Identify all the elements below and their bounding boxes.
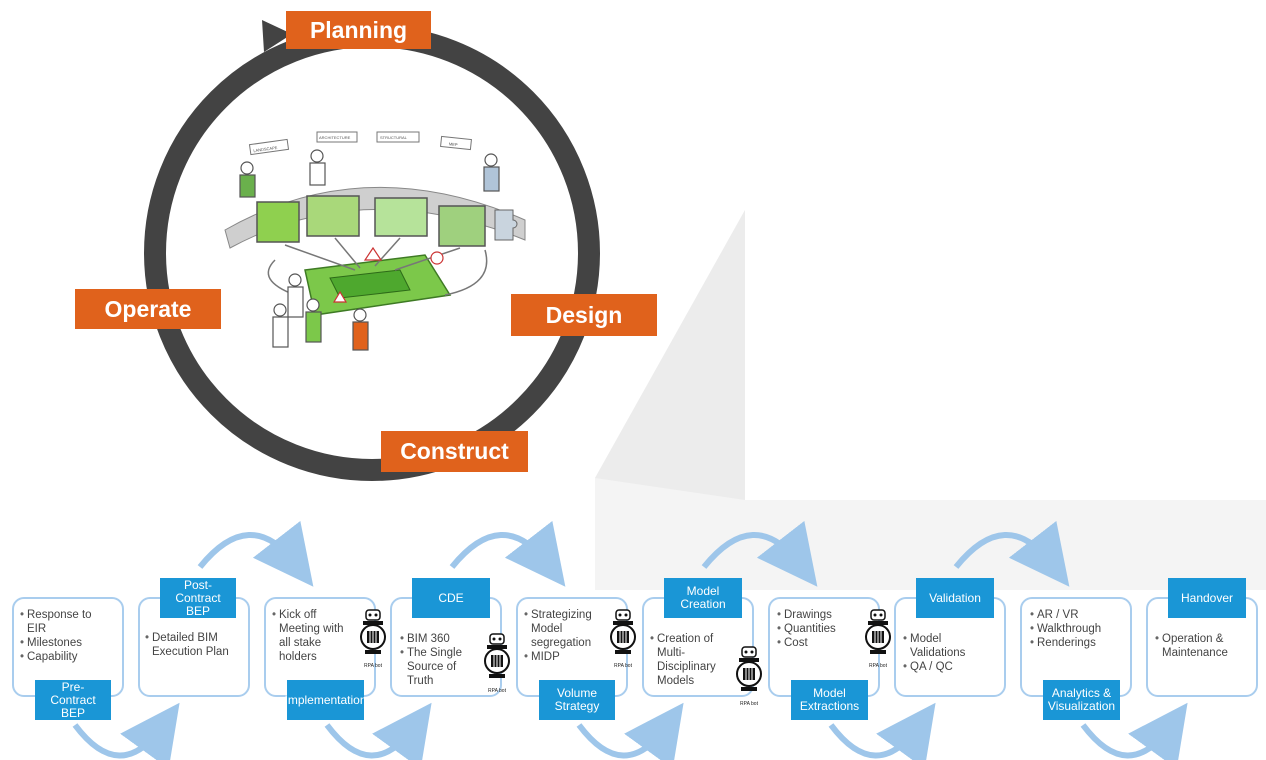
bullet-item: Detailed BIM Execution Plan <box>145 631 243 659</box>
rpa-bot-label: RPA bot <box>740 701 758 707</box>
rpa-bot-icon <box>610 609 636 654</box>
illus-label-1: LANDSCAPE <box>253 145 278 153</box>
arc-bottom-4 <box>828 702 936 760</box>
rpa-bot-icon <box>865 609 891 654</box>
tag-implementation: Implementation <box>284 680 367 720</box>
rpa-bot-icon <box>360 609 386 654</box>
bullets-model-creation: Creation of Multi-Disciplinary Models <box>650 632 722 688</box>
bullets-handover: Operation & Maintenance <box>1155 632 1245 660</box>
bullets-post-contract: Detailed BIM Execution Plan <box>145 631 243 659</box>
rpa-bot-icon <box>484 633 510 678</box>
bullets-implementation: Kick off Meeting with all stake holders <box>272 608 344 664</box>
planning-label: Planning <box>286 11 431 49</box>
tag-volume-strategy: Volume Strategy <box>539 680 615 720</box>
tag-model-extractions: Model Extractions <box>791 680 868 720</box>
arc-top-1 <box>197 520 314 587</box>
bullet-item: The Single Source of Truth <box>400 646 466 688</box>
arc-bottom-5 <box>1080 702 1188 760</box>
bullet-item: Response to EIR <box>20 608 100 636</box>
tag-handover: Handover <box>1168 578 1246 618</box>
ring-arrowhead <box>262 20 292 52</box>
arc-top-3 <box>701 520 818 587</box>
bullet-item: Capability <box>20 650 100 664</box>
tag-analytics-visualization: Analytics & Visualization <box>1043 680 1120 720</box>
illus-label-2: ARCHITECTURE <box>319 135 351 140</box>
bullet-item: Cost <box>777 636 857 650</box>
bullet-item: Operation & Maintenance <box>1155 632 1245 660</box>
bullet-item: Renderings <box>1030 636 1120 650</box>
bullet-item: Kick off Meeting with all stake holders <box>272 608 344 664</box>
tag-cde: CDE <box>412 578 490 618</box>
arc-top-4 <box>953 520 1070 587</box>
bullets-validation: Model Validations QA / QC <box>903 632 983 674</box>
rpa-bot-label: RPA bot <box>869 663 887 669</box>
bullet-item: Creation of Multi-Disciplinary Models <box>650 632 722 688</box>
arc-bottom-1 <box>72 702 180 760</box>
bullet-item: AR / VR <box>1030 608 1120 622</box>
rpa-bot-label: RPA bot <box>364 663 382 669</box>
bullet-item: Quantities <box>777 622 857 636</box>
tag-validation: Validation <box>916 578 994 618</box>
rpa-bot-label: RPA bot <box>614 663 632 669</box>
bullets-cde: BIM 360 The Single Source of Truth <box>400 632 466 688</box>
bullet-item: Drawings <box>777 608 857 622</box>
bullet-item: Walkthrough <box>1030 622 1120 636</box>
construct-label: Construct <box>381 431 528 472</box>
arc-top-2 <box>449 520 566 587</box>
bullets-pre-contract: Response to EIR Milestones Capability <box>20 608 100 664</box>
collaboration-illustration: LANDSCAPE ARCHITECTURE STRUCTURAL MEP <box>224 131 526 351</box>
illus-label-3: STRUCTURAL <box>380 135 408 140</box>
design-label: Design <box>511 294 657 336</box>
operate-label: Operate <box>75 289 221 329</box>
bullet-item: Milestones <box>20 636 100 650</box>
rpa-bot-label: RPA bot <box>488 688 506 694</box>
illus-label-4: MEP <box>449 141 458 147</box>
bullet-item: MIDP <box>524 650 596 664</box>
arc-bottom-2 <box>324 702 432 760</box>
bullet-item: QA / QC <box>903 660 983 674</box>
rpa-bot-icon <box>736 646 762 691</box>
tag-pre-contract-bep: Pre-Contract BEP <box>35 680 111 720</box>
bullets-analytics: AR / VR Walkthrough Renderings <box>1030 608 1120 650</box>
bullets-model-extractions: Drawings Quantities Cost <box>777 608 857 650</box>
tag-model-creation: Model Creation <box>664 578 742 618</box>
bullet-item: Model Validations <box>903 632 983 660</box>
arc-bottom-3 <box>576 702 684 760</box>
bullets-volume-strategy: Strategizing Model segregation MIDP <box>524 608 596 664</box>
bullet-item: Strategizing Model segregation <box>524 608 596 650</box>
bullet-item: BIM 360 <box>400 632 466 646</box>
tag-post-contract-bep: Post-Contract BEP <box>160 578 236 618</box>
